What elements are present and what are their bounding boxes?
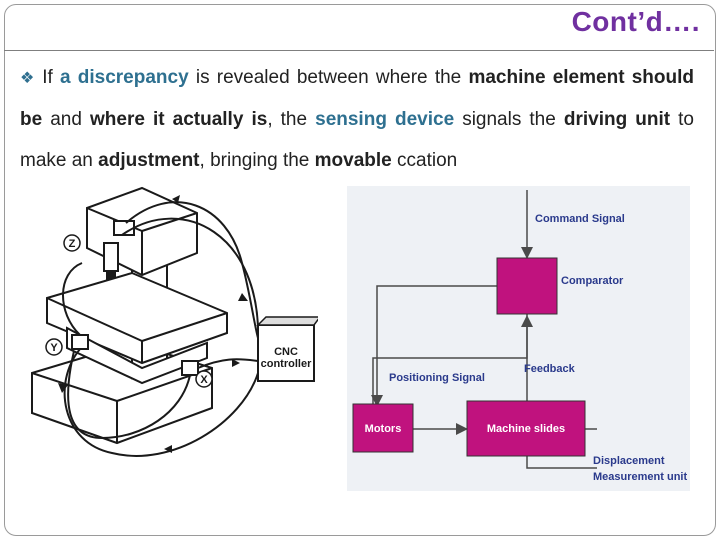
paragraph-run: c [391,150,407,171]
displacement-label-line2: Measurement unit [593,471,687,483]
axis-z-label: Z [69,238,76,250]
cnc-machine-drawing: CNC controller Z Y X [31,186,322,457]
motors-label: Motors [365,423,402,435]
axis-x-label: X [200,374,208,386]
motors-box [352,403,414,453]
machine-slides-label: Machine slides [487,423,565,435]
paragraph-run: is revealed between where the [188,67,469,88]
title-divider [4,50,714,51]
paragraph-run: to make an [20,109,694,171]
paragraph-run: If [42,67,61,88]
paragraph-run: , bringing the [199,150,315,171]
closed-loop-block-diagram: Motors Machine slides Command Signal Com… [347,186,690,491]
block-diagram-drawing: Motors Machine slides Command Signal Com… [352,190,687,483]
feedback-label: Feedback [524,363,576,375]
cnc-machine-illustration: CNC controller Z Y X [22,183,322,481]
axis-y-label: Y [50,342,58,354]
controller-label-line1: CNC [274,346,298,358]
controller-label-line2: controller [261,358,312,370]
paragraph-run: adjustment [98,150,200,171]
comparator-label: Comparator [561,275,624,287]
machine-slides-box [466,400,586,457]
paragraph-run: cation [406,150,458,171]
paragraph-run: a discrepancy [60,67,189,88]
comparator-box [496,257,558,315]
paragraph-run: , the [267,109,316,130]
paragraph-run: signals the [454,109,564,130]
paragraph-run: machine element should be [20,67,694,130]
bullet-paragraph: ❖If a discrepancy is revealed between wh… [20,57,694,181]
paragraph-run: movable [314,150,392,171]
diamond-bullet-icon: ❖ [20,70,37,87]
paragraph-run: driving unit [563,109,671,130]
slide-title: Cont’d…. [571,6,700,37]
displacement-label-line1: Displacement [593,455,665,467]
paragraph-run: and [42,109,91,130]
paragraph-text: If a discrepancy is revealed between whe… [20,67,694,171]
command-signal-label: Command Signal [535,213,625,225]
positioning-signal-label: Positioning Signal [389,372,485,384]
paragraph-run: sensing device [315,109,455,130]
paragraph-run: where it actually is [90,109,268,130]
